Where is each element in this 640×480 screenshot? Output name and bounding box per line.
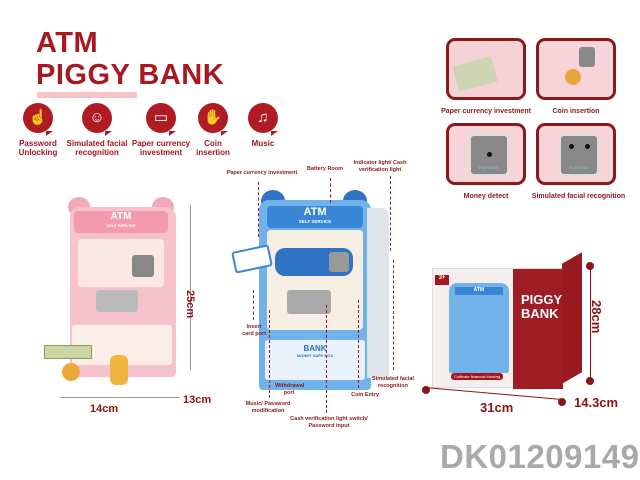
pink-height-line [190,205,191,370]
box-brand: PIGGY BANK [521,292,562,321]
title-highlight [37,92,137,98]
finger-touch-icon: ☝ [23,103,53,136]
panel-facial: PORTRAIT [536,123,616,185]
annotation-withdrawal: Withdrawal port [275,383,305,396]
age-badge: 3+ [435,275,449,285]
annotation-battery: Battery Room [306,166,344,172]
pink-atm-subtitle: SELF SERVICE [106,223,136,228]
banknote-icon: ▭ [146,103,176,136]
box-height-label: 28cm [589,300,604,334]
panel-label: Coin insertion [552,108,600,115]
title-line-1: ATM [36,27,99,59]
pink-atm-title: ATM [110,211,132,222]
panel-coin [536,38,616,100]
feature-label: Coin insertion [196,139,230,157]
annotation-music: Music/ Password modification [245,401,291,414]
annotation-card: Insert card port [242,324,266,337]
feature-paper: ▭ Paper currency investment [130,103,192,157]
face-scan-icon: ☺ [82,103,112,136]
annotation-indicator: Indicator light/ Cash verification light [353,160,407,173]
product-box: 3+ ATM PIGGY BANK Cultivate financial th… [432,268,563,389]
title-line-2: PIGGY BANK [36,59,225,91]
pink-depth-label: 13cm [183,394,212,406]
bank-sublabel: MONEY SAFE BOX [296,353,334,358]
box-tagline: Cultivate financial thinking [451,373,504,380]
feature-coin: ✋ Coin insertion [188,103,238,157]
feature-label: Password Unlocking [18,139,58,157]
feature-label: Music [251,139,275,148]
dim-dot [586,377,594,385]
feature-facial: ☺ Simulated facial recognition [64,103,130,157]
dim-dot [558,398,566,406]
box-side [562,252,582,384]
pink-height-label: 25cm [184,290,196,319]
blue-atm-title: ATM [303,206,327,218]
bank-label: BANK [303,344,327,353]
annotation-cash: Cash verification light switch/ Password… [290,416,368,429]
coin-hand-icon: ✋ [198,103,228,136]
panel-money-detect: PORTRAIT [446,123,526,185]
feature-label: Paper currency investment [131,139,191,157]
panel-label: Money detect [463,193,509,200]
product-code: DK01209149 [440,438,640,475]
blue-atm-subtitle: SELF SERVICE [298,219,332,224]
annotation-coin: Coin Entry [351,392,379,398]
pink-width-line [60,397,180,398]
annotation-facial: Simulated facial recognition [372,376,414,389]
box-width-label: 31cm [480,400,514,415]
music-icon: ♫ [248,103,278,136]
feature-music: ♫ Music [238,103,288,148]
panel-label: Simulated facial recognition [531,193,626,200]
pink-width-label: 14cm [90,403,119,415]
feature-password: ☝ Password Unlocking [8,103,68,157]
feature-label: Simulated facial recognition [66,139,128,157]
dim-dot [422,386,430,394]
panel-label: Paper currency investment [441,108,531,115]
box-atm-label: ATM [455,287,503,295]
box-depth-label: 14.3cm [574,395,619,410]
annotation-paper: Paper currency investment [226,170,298,176]
panel-paper [446,38,526,100]
